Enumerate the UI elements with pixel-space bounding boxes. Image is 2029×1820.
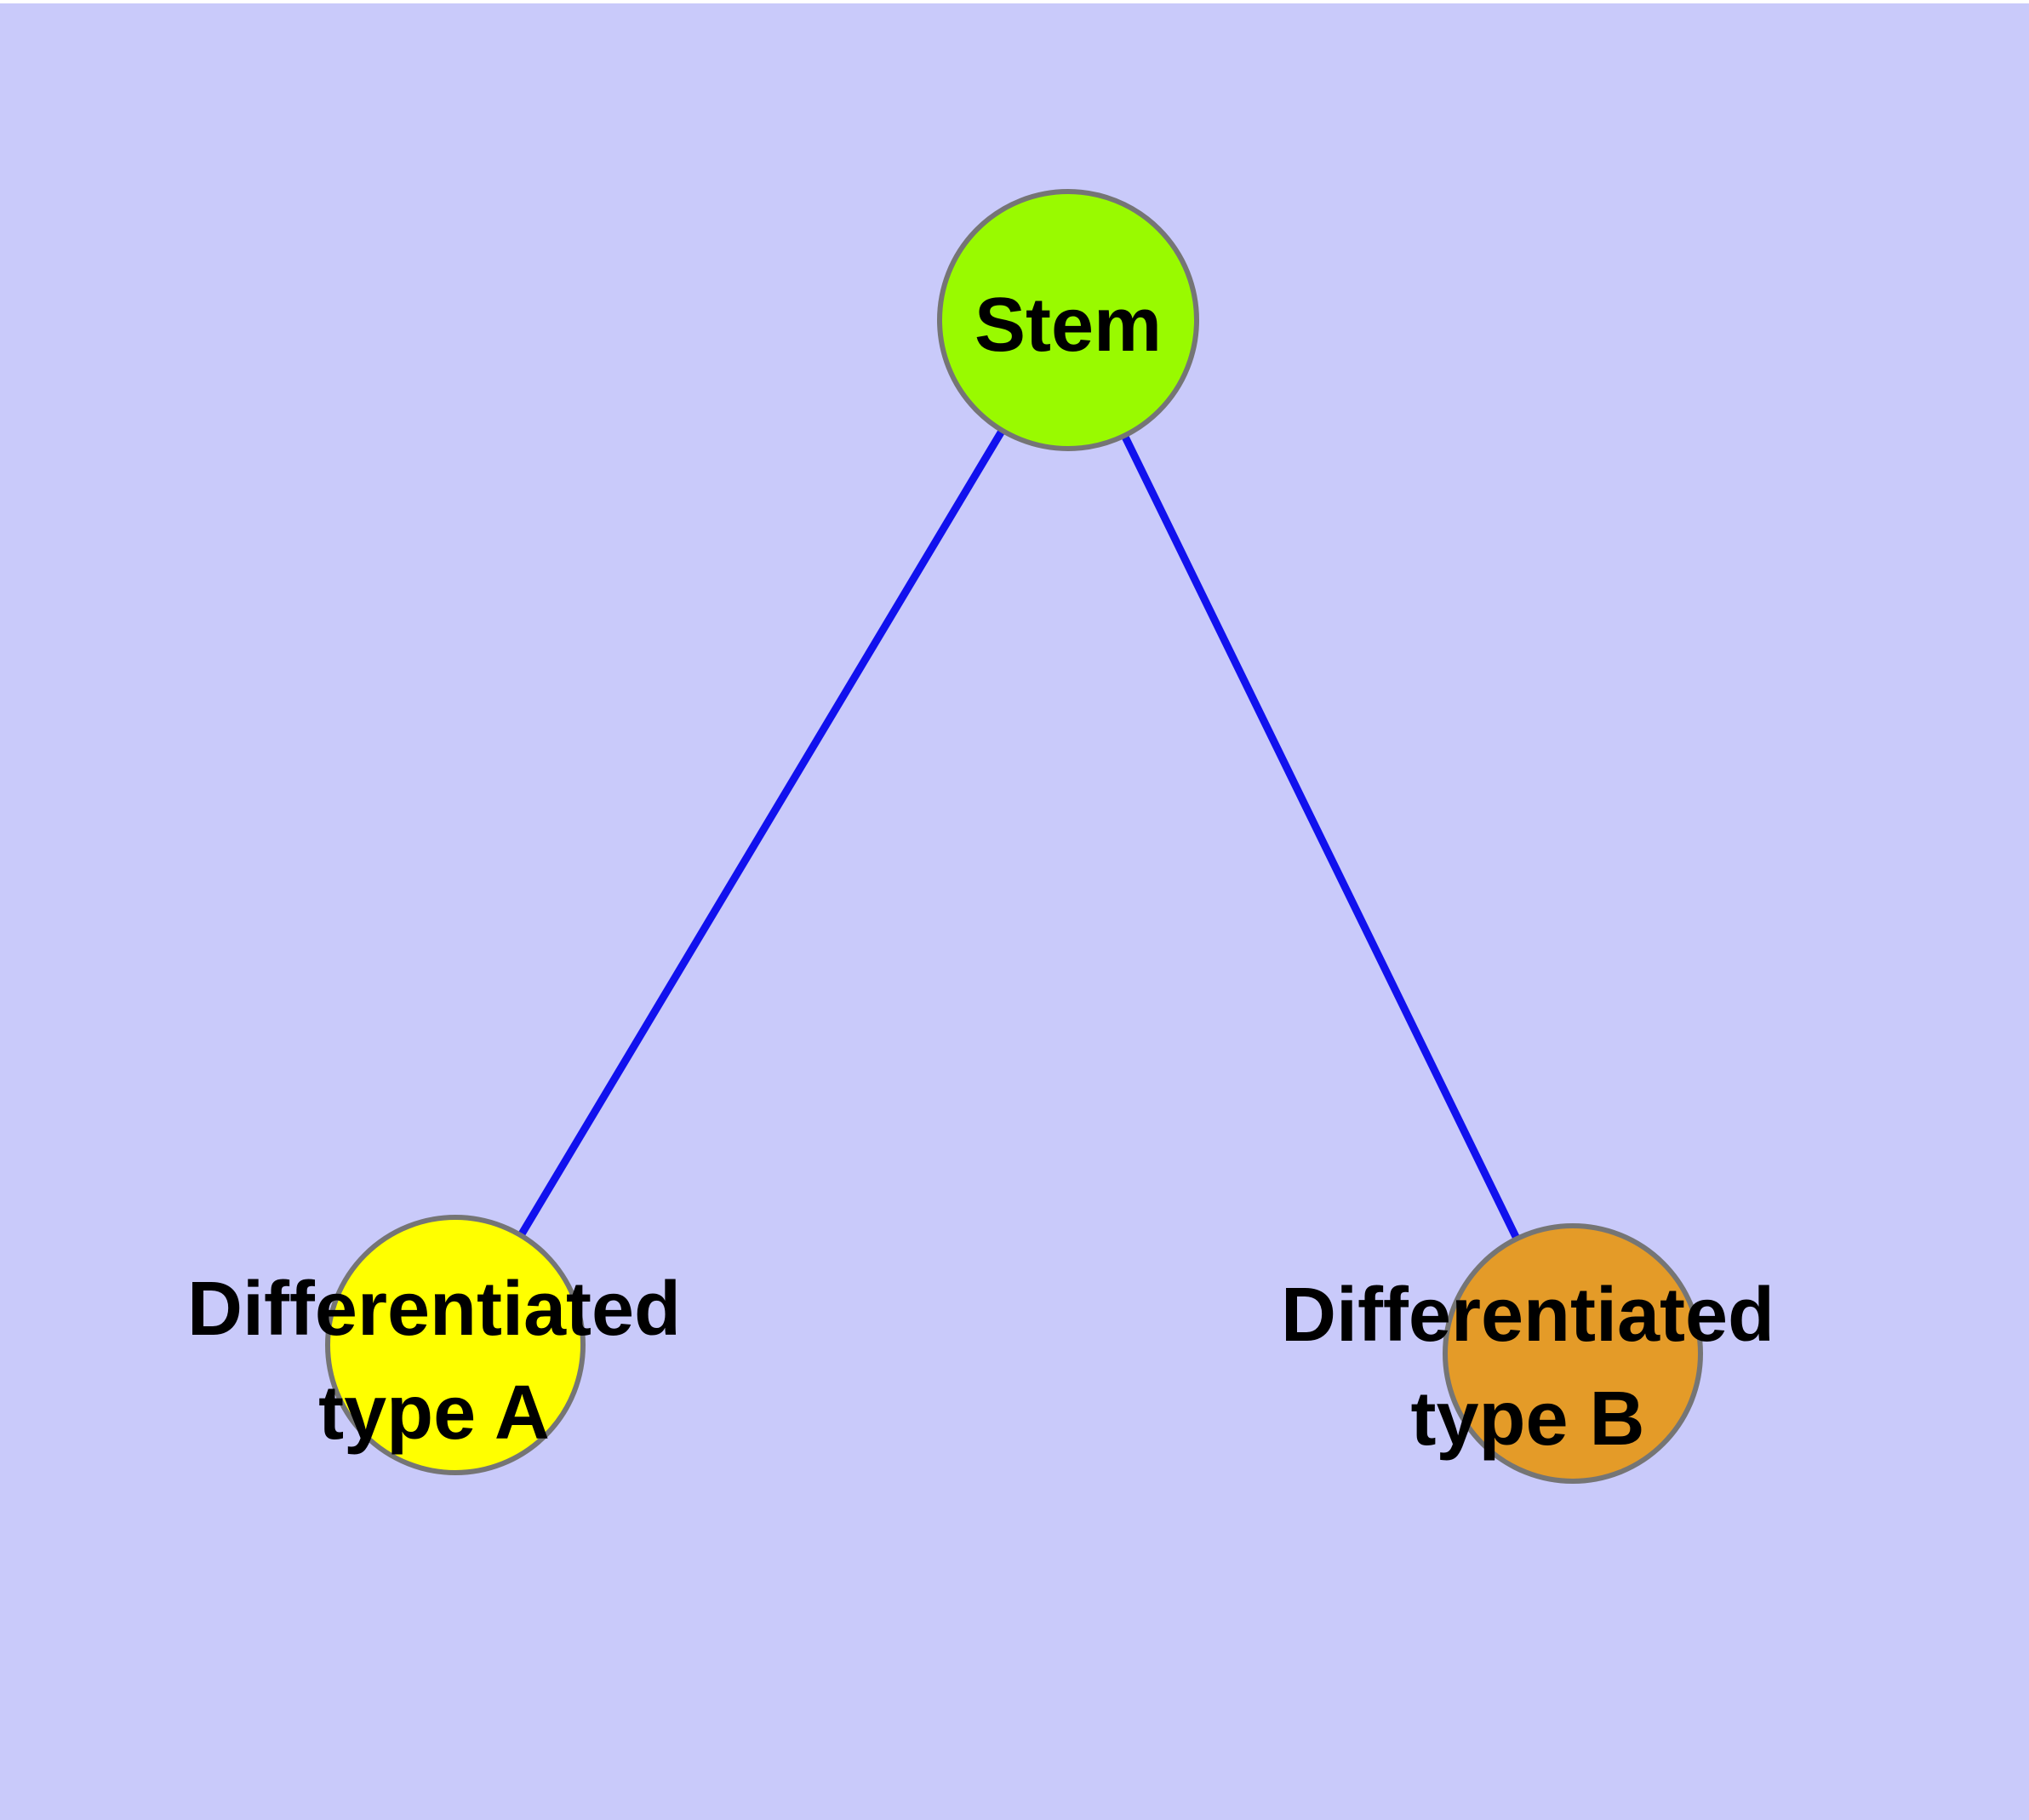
node-type-a-label-line2: type A [318, 1371, 550, 1456]
edge-stem-to-type-b [1064, 318, 1577, 1355]
node-differentiated-type-b[interactable] [1443, 1223, 1703, 1484]
node-stem[interactable] [937, 189, 1199, 451]
node-type-b-label-line1: Differentiated [1281, 1273, 1775, 1358]
node-type-b-label-line2: type B [1410, 1376, 1644, 1462]
node-type-a-label-line1: Differentiated [187, 1267, 681, 1352]
node-differentiated-type-a[interactable] [325, 1215, 586, 1475]
node-stem-label: Stem [974, 283, 1162, 368]
top-edge-strip [0, 0, 2029, 3]
edge-stem-to-type-a [452, 318, 1072, 1348]
